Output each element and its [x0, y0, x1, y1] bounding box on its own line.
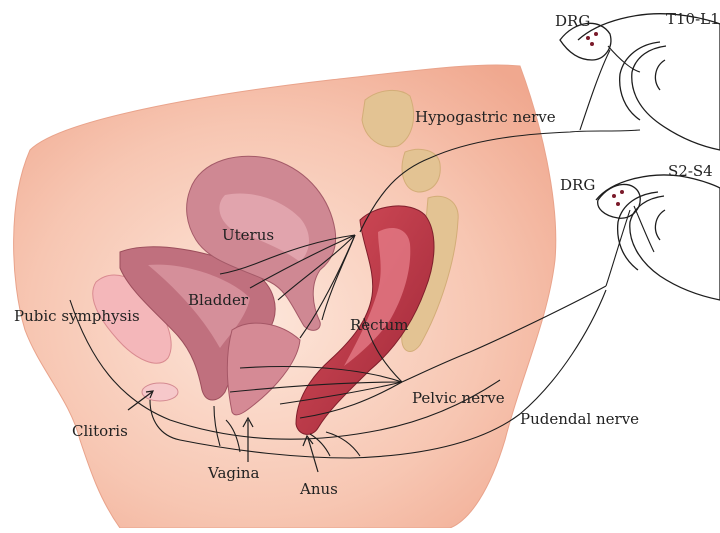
- label-anus: Anus: [299, 480, 338, 498]
- label-rectum: Rectum: [350, 316, 408, 334]
- label-drg-upper: DRG: [555, 12, 590, 30]
- spinal-cord-upper: [560, 14, 720, 150]
- label-drg-lower: DRG: [560, 176, 595, 194]
- label-pudendal-nerve: Pudendal nerve: [520, 410, 639, 428]
- label-hypogastric-nerve: Hypogastric nerve: [415, 108, 556, 126]
- label-segment-lower: S2-S4: [668, 162, 713, 180]
- label-segment-upper: T10-L1: [666, 10, 720, 28]
- label-pelvic-nerve: Pelvic nerve: [412, 389, 505, 407]
- label-uterus: Uterus: [222, 226, 274, 244]
- label-vagina: Vagina: [207, 464, 259, 482]
- spinal-cord-lower: [596, 175, 720, 300]
- label-pubic-symphysis: Pubic symphysis: [14, 307, 140, 325]
- label-bladder: Bladder: [188, 291, 249, 309]
- label-clitoris: Clitoris: [72, 422, 128, 440]
